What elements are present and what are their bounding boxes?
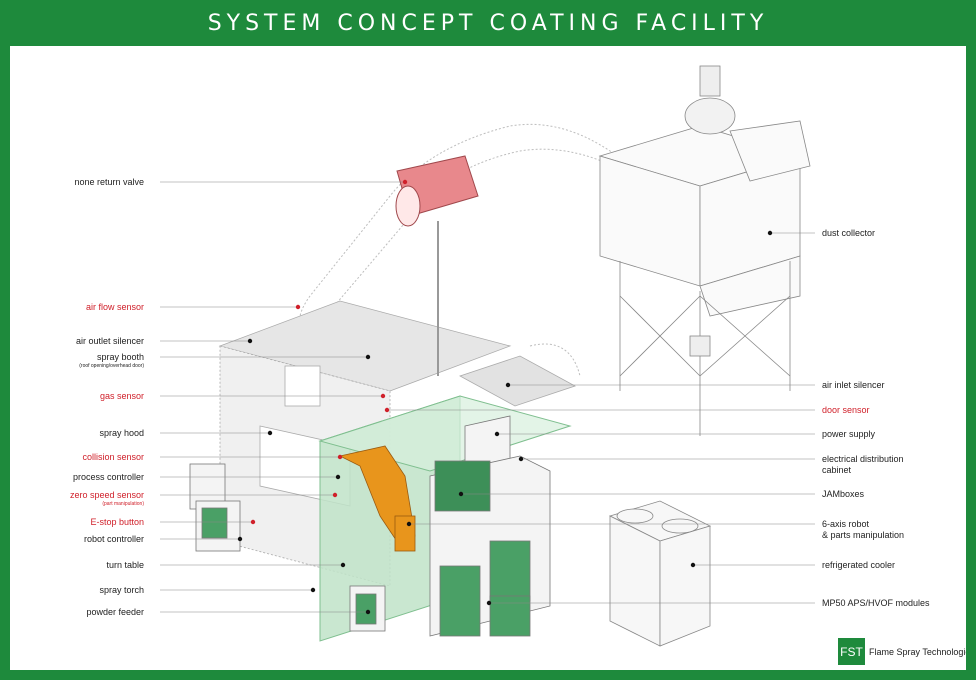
label-gas-sensor: gas sensor xyxy=(99,391,144,401)
label-spray-hood: spray hood xyxy=(99,428,144,438)
label-spray-torch: spray torch xyxy=(99,585,144,595)
diagram-panel: none return valve air flow sensor air ou… xyxy=(10,46,966,670)
label-dust-collector: dust collector xyxy=(822,228,876,238)
label-jamboxes: JAMboxes xyxy=(822,489,865,499)
fst-logo: FST Flame Spray Technologies xyxy=(838,638,966,665)
facility-illustration xyxy=(160,65,815,647)
label-collision-sensor: collision sensor xyxy=(82,452,144,462)
cooler-drawing xyxy=(608,500,712,647)
label-powder-feeder: powder feeder xyxy=(86,607,144,617)
dust-collector-drawing xyxy=(598,65,811,436)
leader-dots xyxy=(237,179,773,615)
leader-lines xyxy=(160,181,815,613)
fst-logo-name: Flame Spray Technologies xyxy=(869,646,966,657)
label-mp50-modules: MP50 APS/HVOF modules xyxy=(822,598,930,608)
label-zero-speed-sensor: zero speed sensor(part manipulation) xyxy=(69,490,144,507)
label-spray-booth: spray booth(roof opening/overhead door) xyxy=(79,352,144,369)
label-e-stop-button: E-stop button xyxy=(90,517,144,527)
label-process-controller: process controller xyxy=(72,472,144,482)
label-turn-table: turn table xyxy=(106,560,144,570)
label-robot-controller: robot controller xyxy=(83,534,144,544)
label-none-return-valve: none return valve xyxy=(74,177,144,187)
label-air-inlet-silencer: air inlet silencer xyxy=(822,380,885,390)
label-air-outlet-silencer: air outlet silencer xyxy=(75,336,144,346)
label-refrigerated-cooler: refrigerated cooler xyxy=(822,560,896,570)
page-title: SYSTEM CONCEPT COATING FACILITY xyxy=(207,10,769,36)
valve-drawing xyxy=(395,155,479,376)
cabinets-drawing xyxy=(429,415,551,637)
controllers-drawing xyxy=(189,463,386,632)
label-power-supply: power supply xyxy=(822,429,876,439)
fst-logo-mark: FST xyxy=(838,638,865,665)
title-bar: SYSTEM CONCEPT COATING FACILITY xyxy=(0,0,976,46)
label-6-axis-robot: 6-axis robot& parts manipulation xyxy=(822,519,905,540)
label-door-sensor: door sensor xyxy=(822,405,870,415)
duct-ghost xyxy=(298,123,651,377)
label-air-flow-sensor: air flow sensor xyxy=(85,302,144,312)
